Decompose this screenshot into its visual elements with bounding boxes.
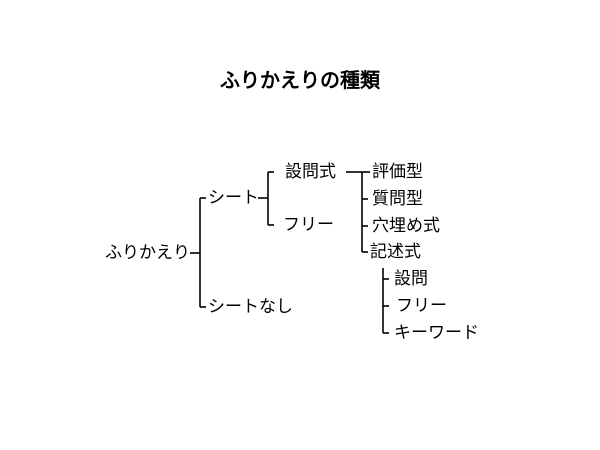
node-free: フリー <box>283 215 334 235</box>
node-desc-keyword: キーワード <box>394 323 479 343</box>
node-no-sheet: シートなし <box>208 297 293 317</box>
node-desc-free: フリー <box>396 296 447 316</box>
node-descriptive: 記述式 <box>370 242 421 262</box>
node-root: ふりかえり <box>105 243 190 263</box>
node-question: 質問型 <box>372 189 423 209</box>
node-question-type: 設問式 <box>285 162 336 182</box>
node-desc-question: 設問 <box>394 269 428 289</box>
diagram-title: ふりかえりの種類 <box>220 68 380 92</box>
node-rating: 評価型 <box>372 162 423 182</box>
node-fill-in: 穴埋め式 <box>372 216 440 236</box>
node-sheet: シート <box>208 188 259 208</box>
